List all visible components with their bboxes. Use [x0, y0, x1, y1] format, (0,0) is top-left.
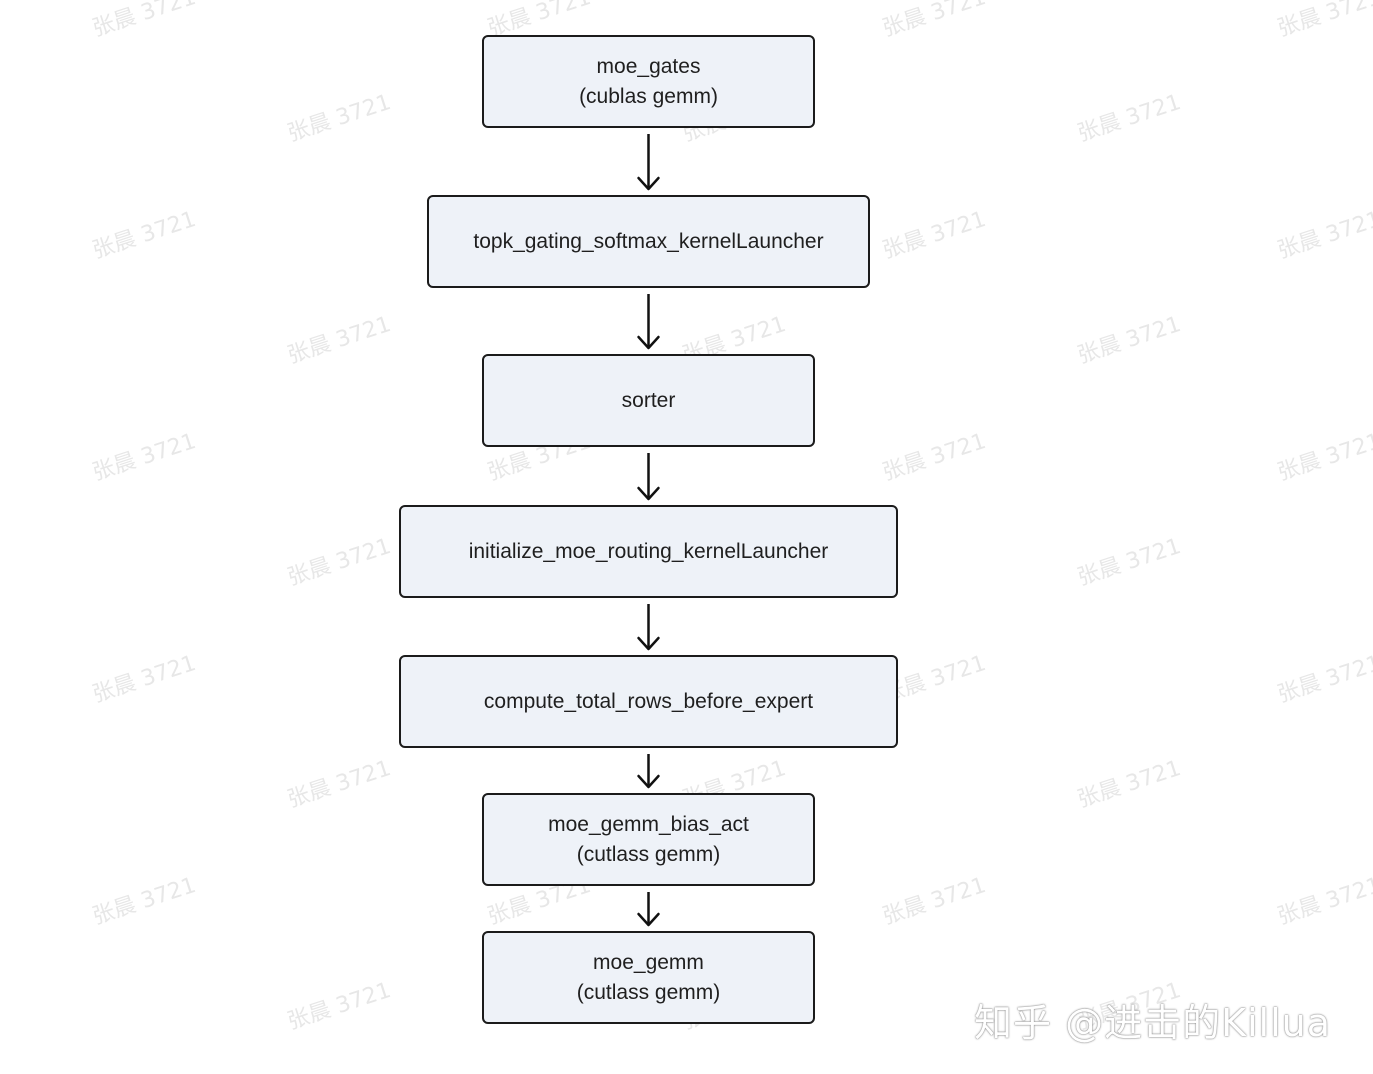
watermark-text: 张晨 3721: [879, 206, 990, 264]
watermark-text: 张晨 3721: [284, 755, 395, 813]
watermark-text: 张晨 3721: [879, 428, 990, 486]
watermark-text: 张晨 3721: [1074, 89, 1185, 147]
watermark-text: 张晨 3721: [1274, 650, 1373, 708]
watermark-text: 张晨 3721: [1274, 206, 1373, 264]
node-compute-total-rows: compute_total_rows_before_expert: [399, 655, 898, 748]
flow-arrowhead-5: [637, 774, 660, 789]
node-sorter: sorter: [482, 354, 815, 447]
node-moe-gemm-label: moe_gemm: [593, 950, 704, 974]
flow-arrowhead-4: [637, 636, 660, 651]
watermark-text: 张晨 3721: [1274, 428, 1373, 486]
watermark-text: 张晨 3721: [879, 0, 990, 42]
node-initialize-moe-routing: initialize_moe_routing_kernelLauncher: [399, 505, 898, 598]
node-moe-gates: moe_gates (cublas gemm): [482, 35, 815, 128]
flow-arrowhead-2: [637, 335, 660, 350]
node-compute-total-rows-label: compute_total_rows_before_expert: [483, 689, 814, 713]
flow-arrowhead-1: [637, 176, 660, 191]
node-moe-gemm-sublabel: (cutlass gemm): [576, 980, 721, 1004]
watermark-text: 张晨 3721: [89, 872, 200, 930]
watermark-text: 张晨 3721: [1074, 533, 1185, 591]
node-moe-gates-label: moe_gates: [596, 54, 701, 78]
node-moe-gemm-bias-act: moe_gemm_bias_act (cutlass gemm): [482, 793, 815, 886]
node-sorter-label: sorter: [621, 388, 676, 412]
zhihu-brand-watermark: 知乎 @进击的Killua: [974, 1001, 1332, 1045]
watermark-text: 张晨 3721: [89, 0, 200, 42]
watermark-text: 张晨 3721: [284, 89, 395, 147]
watermark-text: 张晨 3721: [89, 650, 200, 708]
node-topk-gating-softmax-label: topk_gating_softmax_kernelLauncher: [473, 229, 824, 253]
watermark-text: 张晨 3721: [1074, 311, 1185, 369]
watermark-text: 张晨 3721: [1274, 872, 1373, 930]
watermark-text: 张晨 3721: [284, 977, 395, 1035]
node-moe-gates-sublabel: (cublas gemm): [579, 84, 718, 108]
watermark-text: 张晨 3721: [284, 311, 395, 369]
node-moe-gemm: moe_gemm (cutlass gemm): [482, 931, 815, 1024]
watermark-text: 张晨 3721: [1274, 0, 1373, 42]
flow-arrowhead-3: [637, 486, 660, 501]
watermark-text: 张晨 3721: [89, 206, 200, 264]
watermark-text: 张晨 3721: [1074, 755, 1185, 813]
node-moe-gemm-bias-act-sublabel: (cutlass gemm): [576, 842, 721, 866]
watermark-text: 张晨 3721: [879, 872, 990, 930]
node-topk-gating-softmax: topk_gating_softmax_kernelLauncher: [427, 195, 870, 288]
node-moe-gemm-bias-act-label: moe_gemm_bias_act: [548, 812, 749, 836]
flow-arrowhead-6: [637, 912, 660, 927]
node-initialize-moe-routing-label: initialize_moe_routing_kernelLauncher: [468, 539, 829, 563]
watermark-text: 张晨 3721: [284, 533, 395, 591]
watermark-text: 张晨 3721: [89, 428, 200, 486]
